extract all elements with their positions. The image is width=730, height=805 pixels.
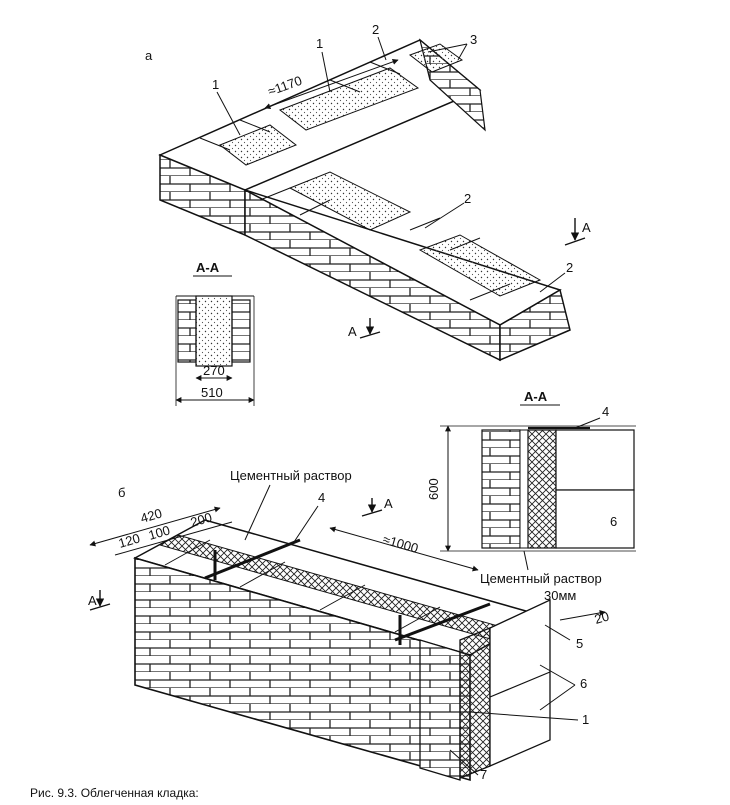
section-mark-b-left: [89, 590, 111, 610]
panel-label-a: а: [145, 48, 153, 63]
infill-core-3: [288, 171, 412, 231]
section-mark-b-top: [361, 498, 383, 516]
dim-line-parts: [114, 521, 233, 556]
infill-core-5: [408, 43, 464, 73]
top-brick-seams-b: [164, 539, 441, 633]
infill-core-4: [418, 234, 542, 297]
wall-b-end-brick: [419, 639, 461, 781]
section-b-callout-4: 4: [602, 404, 609, 419]
section-a-dim-core: 270: [203, 363, 225, 378]
callout-b-7: 7: [480, 767, 487, 782]
section-mark-a-bottom: [359, 318, 381, 338]
dim-line-20: [559, 609, 606, 621]
dim-line-1000: [329, 526, 479, 572]
section-mark-a-right: [564, 218, 586, 245]
wall-b-end-insulation: [459, 627, 491, 779]
section-a-drawing: [175, 295, 255, 406]
dim-line-1170: [264, 59, 399, 109]
callout-a-3: 3: [470, 32, 477, 47]
panel-label-b: б: [118, 485, 125, 500]
section-mark-b-left-label: А: [88, 593, 97, 608]
dim-420: 420: [139, 505, 164, 525]
callouts-b: [291, 505, 579, 776]
callout-a-2-end: 2: [566, 260, 573, 275]
infill-core-2: [218, 124, 298, 166]
section-b-dim-height: 600: [426, 478, 441, 500]
ties-b: [204, 538, 491, 645]
mortar-label-top: Цементный раствор: [230, 468, 352, 483]
callout-b-1: 1: [582, 712, 589, 727]
callout-b-5: 5: [576, 636, 583, 651]
dim-100: 100: [147, 522, 172, 542]
callout-a-2-mid: 2: [464, 191, 471, 206]
dim-120: 120: [117, 530, 142, 550]
section-b-mortar-thickness: 30мм: [544, 588, 576, 603]
callout-b-4: 4: [318, 490, 325, 505]
callout-a-1-left: 1: [212, 77, 219, 92]
callout-a-1-top: 1: [316, 36, 323, 51]
callouts-a: [216, 36, 566, 293]
section-a-title: А-А: [196, 260, 220, 275]
dim-200: 200: [189, 509, 214, 529]
section-mark-b-top-label: А: [384, 496, 393, 511]
wall-b-front-face: [134, 556, 471, 782]
section-mark-a-right-label: А: [582, 220, 591, 235]
callout-a-2-top: 2: [372, 22, 379, 37]
dim-line-420: [89, 506, 221, 547]
dim-1000: ≈1000: [381, 531, 420, 555]
figure-a: а ≈1170 1 1 2 2 2: [145, 22, 591, 406]
dim-20: 20: [593, 608, 611, 626]
section-b-mortar-label: Цементный раствор: [480, 571, 602, 586]
wall-a-end-face: [499, 288, 571, 362]
wall-b-end-block: [489, 598, 551, 767]
section-b-drawing: [440, 425, 636, 552]
section-b-callout-6: 6: [610, 514, 617, 529]
figure-caption: Рис. 9.3. Облегченная кладка:: [30, 786, 199, 800]
callout-b-6: 6: [580, 676, 587, 691]
figure-b: б 420 120 100 200 Цементный раствор ≈100…: [88, 389, 636, 782]
section-b-title: А-А: [524, 389, 548, 404]
section-mark-a-bottom-label: А: [348, 324, 357, 339]
section-a-dim-total: 510: [201, 385, 223, 400]
